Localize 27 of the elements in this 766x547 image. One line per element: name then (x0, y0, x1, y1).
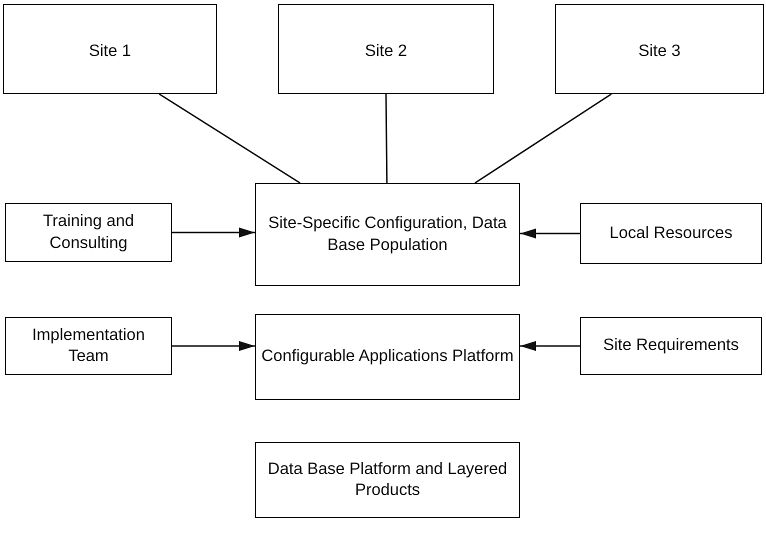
arrow (172, 341, 255, 351)
process-box (580, 203, 762, 264)
process-box (555, 4, 764, 94)
box-label: Local Resources (610, 222, 732, 244)
arrow (172, 228, 255, 238)
connector-line (385, 94, 388, 183)
process-box (255, 183, 520, 286)
process-box (3, 4, 217, 94)
process-box (278, 4, 494, 94)
box-label: Site 3 (638, 41, 681, 62)
box-label: Site 1 (88, 41, 132, 62)
box-label: Site 2 (364, 41, 408, 62)
arrow (520, 228, 580, 238)
process-box (580, 317, 762, 375)
connector-line (158, 93, 300, 184)
box-label: Configurable Applications Platform (261, 346, 514, 368)
connector-line (474, 93, 612, 184)
box-label: Site Requirements (603, 335, 739, 356)
arrow (520, 341, 580, 351)
process-box (5, 317, 172, 375)
box-label: Data Base Platform and Layered Products (266, 458, 508, 501)
process-box (255, 314, 520, 400)
box-label: Implementation Team (31, 324, 146, 367)
box-label: Site-Specific Configuration, Data Base Population (267, 213, 508, 256)
box-label: Training and Consulting (42, 211, 136, 254)
process-box (5, 203, 172, 262)
process-box (255, 442, 520, 518)
